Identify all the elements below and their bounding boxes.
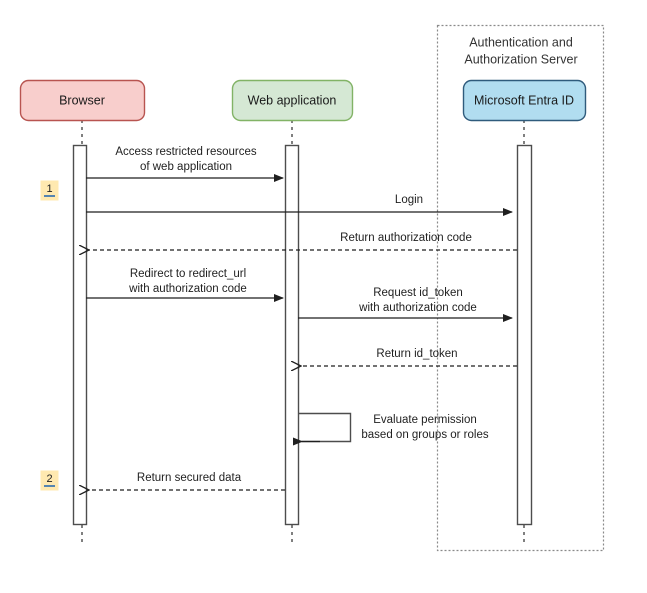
message-return-id-token-label: Return id_token [376, 348, 457, 360]
message-request-id-token-label-line2: with authorization code [358, 302, 477, 314]
step-badge-1-label: 1 [46, 183, 52, 195]
message-access-restricted-resources-label-line1: Access restricted resources [115, 146, 256, 158]
message-return-authorization-code-label: Return authorization code [340, 232, 472, 244]
message-login-label: Login [395, 194, 423, 206]
message-return-authorization-code: Return authorization code [89, 232, 517, 250]
participant-browser-box[interactable] [19, 79, 146, 122]
participant-browser[interactable]: Browser [19, 79, 146, 122]
participant-entra-label: Microsoft Entra ID [474, 93, 574, 107]
message-redirect-to-redirect-url-label-line2: with authorization code [128, 283, 247, 295]
activation-bar-webapp [284, 144, 300, 526]
message-login: Login [86, 194, 513, 216]
message-access-restricted-resources-label-line2: of web application [140, 161, 232, 173]
group-auth-server-border [436, 24, 605, 552]
participant-webapp-box[interactable] [231, 79, 354, 122]
message-return-id-token: Return id_token [301, 348, 517, 366]
group-auth-server-label-line2: Authorization Server [464, 52, 577, 66]
message-redirect-to-redirect-url: Redirect to redirect_url with authorizat… [86, 268, 284, 302]
activation-bar-browser [72, 144, 88, 526]
message-request-id-token-label-line1: Request id_token [373, 287, 463, 299]
message-return-secured-data: Return secured data [89, 472, 285, 490]
step-badge-2-label: 2 [46, 473, 52, 485]
participant-webapp[interactable]: Web application [231, 79, 354, 122]
message-evaluate-permission-label-line1: Evaluate permission [373, 414, 477, 426]
participant-browser-label: Browser [59, 93, 105, 107]
participant-entra-box[interactable] [462, 79, 587, 122]
message-return-secured-data-label: Return secured data [137, 472, 242, 484]
participant-entra[interactable]: Microsoft Entra ID [462, 79, 587, 122]
activation-bars [72, 144, 533, 526]
message-access-restricted-resources: Access restricted resources of web appli… [86, 146, 284, 182]
step-badge-1[interactable]: 1 [40, 180, 59, 201]
group-auth-server-label-line1: Authentication and [469, 35, 573, 49]
message-evaluate-permission: Evaluate permission based on groups or r… [293, 412, 489, 446]
message-request-id-token: Request id_token with authorization code [298, 287, 513, 322]
message-evaluate-permission-label-line2: based on groups or roles [361, 429, 488, 441]
group-auth-server: Authentication and Authorization Server [436, 24, 605, 552]
participant-webapp-label: Web application [248, 93, 337, 107]
message-redirect-to-redirect-url-label-line1: Redirect to redirect_url [130, 268, 246, 280]
activation-bar-entra [516, 144, 533, 526]
message-evaluate-permission-self-loop [299, 412, 352, 443]
step-badge-2[interactable]: 2 [40, 470, 59, 491]
